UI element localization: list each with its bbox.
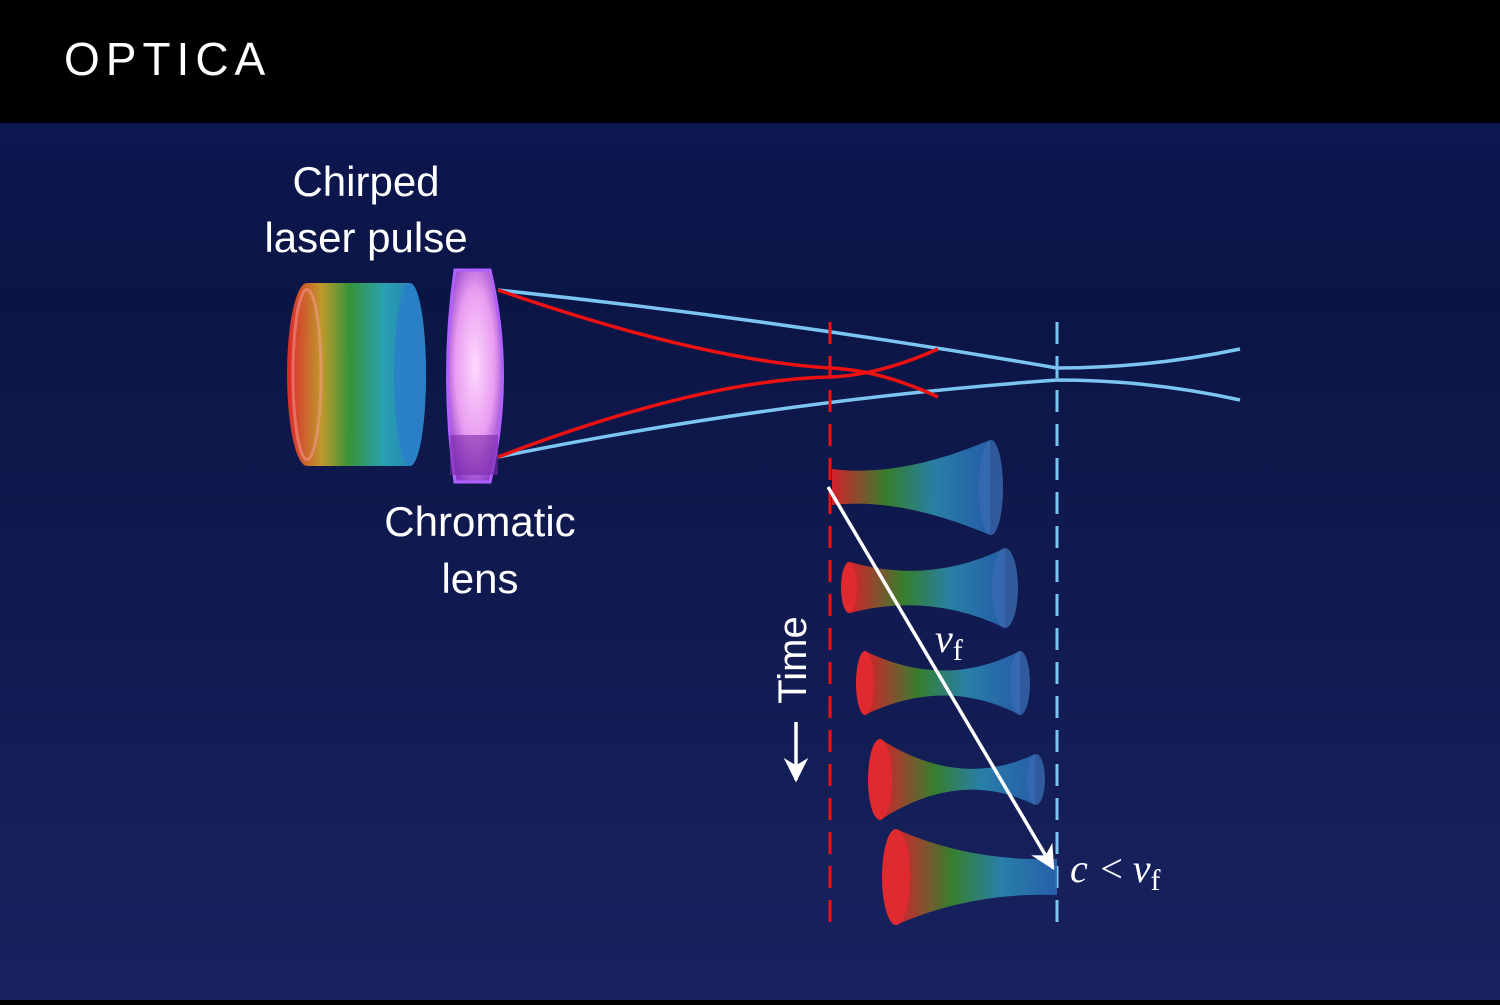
optica-logo: OPTICA [64,33,272,85]
vf-label: vf [935,616,963,667]
header-bar: OPTICA [0,0,1500,123]
diagram: Chirped laser pulse Chromatic lens [0,123,1500,1000]
time-label: Time [771,616,815,703]
blue-beam-lower [497,378,1241,459]
background [0,123,1500,1000]
chirped-pulse [287,283,426,466]
red-beam-upper [497,288,939,399]
focus-velocity-arrow [826,486,1055,871]
pulse-label-line1: Chirped [292,158,439,205]
blue-beam-upper [497,288,1241,370]
snapshot-5 [882,829,1057,925]
red-beam-lower [497,347,939,459]
beams [497,288,1241,459]
snapshot-2 [841,548,1018,628]
lens-label-line2: lens [441,555,518,602]
chromatic-lens [446,268,504,484]
pulse-label-line2: laser pulse [264,214,467,261]
snapshot-1 [832,440,1003,535]
lens-label-line1: Chromatic [384,498,575,545]
relation-label: c <vf [1070,846,1161,897]
snapshot-4 [868,739,1045,820]
